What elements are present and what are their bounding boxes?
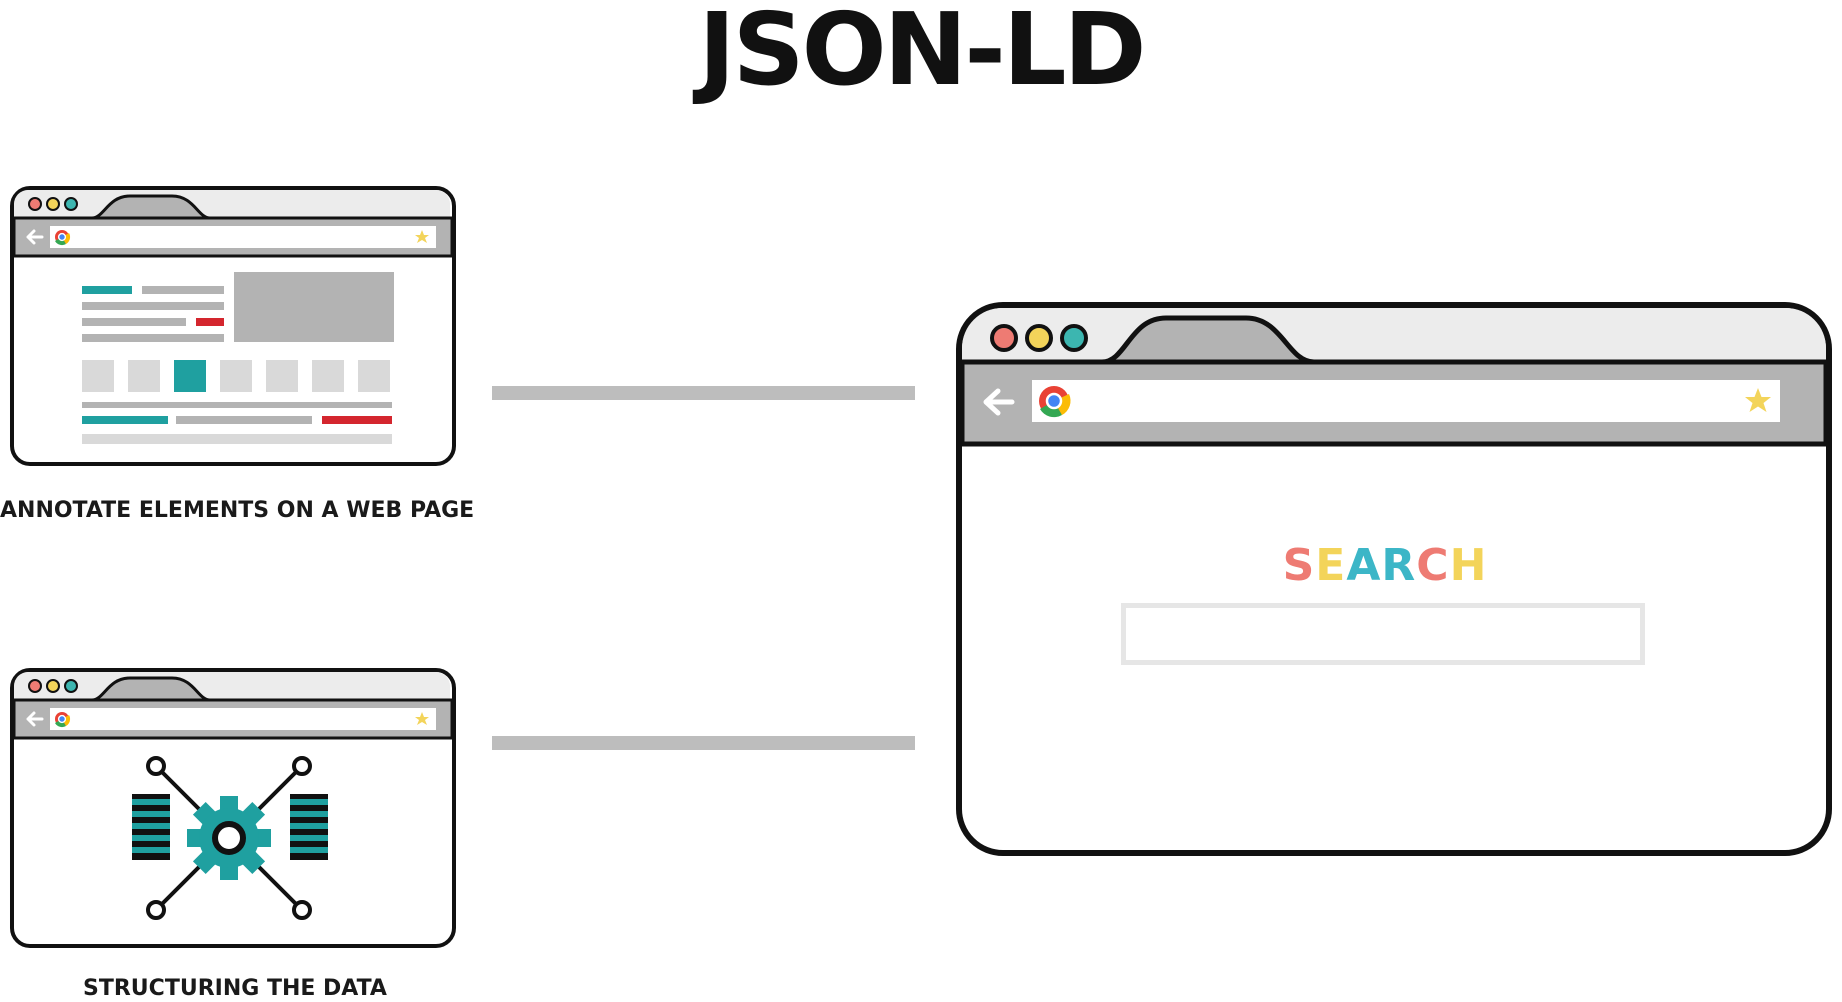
- search-letter: C: [1416, 540, 1450, 591]
- page-content-mock: [82, 272, 394, 444]
- search-input[interactable]: [1121, 603, 1645, 665]
- tab-strip: [962, 308, 1826, 362]
- tab-strip: [14, 672, 450, 700]
- address-bar[interactable]: [50, 708, 436, 730]
- close-dot-icon[interactable]: [28, 197, 42, 211]
- data-stack-icon: [132, 794, 170, 860]
- search-letter: S: [1282, 540, 1316, 591]
- chrome-icon: [1039, 386, 1071, 418]
- network-lines: [154, 764, 304, 912]
- star-icon[interactable]: [415, 712, 429, 725]
- back-arrow-icon[interactable]: [983, 388, 1015, 416]
- gear-icon: [187, 796, 271, 880]
- minimize-dot-icon[interactable]: [46, 679, 60, 693]
- connector-line-bottom: [492, 736, 915, 750]
- back-arrow-icon[interactable]: [26, 711, 44, 727]
- browser-window-annotate: [10, 186, 456, 466]
- minimize-dot-icon[interactable]: [1025, 324, 1053, 352]
- maximize-dot-icon[interactable]: [64, 197, 78, 211]
- browser-tab[interactable]: [1101, 315, 1315, 365]
- address-bar[interactable]: [50, 226, 436, 248]
- chrome-icon: [55, 230, 71, 246]
- chrome-icon: [55, 712, 71, 728]
- maximize-dot-icon[interactable]: [1060, 324, 1088, 352]
- back-arrow-icon[interactable]: [26, 229, 44, 245]
- star-icon[interactable]: [415, 230, 429, 243]
- address-bar[interactable]: [1032, 380, 1780, 422]
- caption-structure: STRUCTURING THE DATA: [83, 976, 387, 1001]
- star-icon[interactable]: [1745, 388, 1771, 412]
- page-title: JSON-LD: [698, 0, 1146, 108]
- node-icon: [146, 756, 312, 920]
- close-dot-icon[interactable]: [990, 324, 1018, 352]
- search-letter: E: [1315, 540, 1347, 591]
- search-letter: R: [1381, 540, 1417, 591]
- tab-strip: [14, 190, 450, 218]
- browser-window-search: [956, 302, 1832, 856]
- data-stack-icon: [290, 794, 328, 860]
- browser-window-structure: [10, 668, 456, 948]
- search-label: SEARCH: [1120, 540, 1650, 591]
- close-dot-icon[interactable]: [28, 679, 42, 693]
- search-letter: A: [1346, 540, 1382, 591]
- maximize-dot-icon[interactable]: [64, 679, 78, 693]
- browser-tab[interactable]: [91, 194, 211, 220]
- connector-line-top: [492, 386, 915, 400]
- caption-annotate: ANNOTATE ELEMENTS ON A WEB PAGE: [0, 498, 475, 523]
- browser-tab[interactable]: [91, 676, 211, 702]
- search-letter: H: [1449, 540, 1488, 591]
- minimize-dot-icon[interactable]: [46, 197, 60, 211]
